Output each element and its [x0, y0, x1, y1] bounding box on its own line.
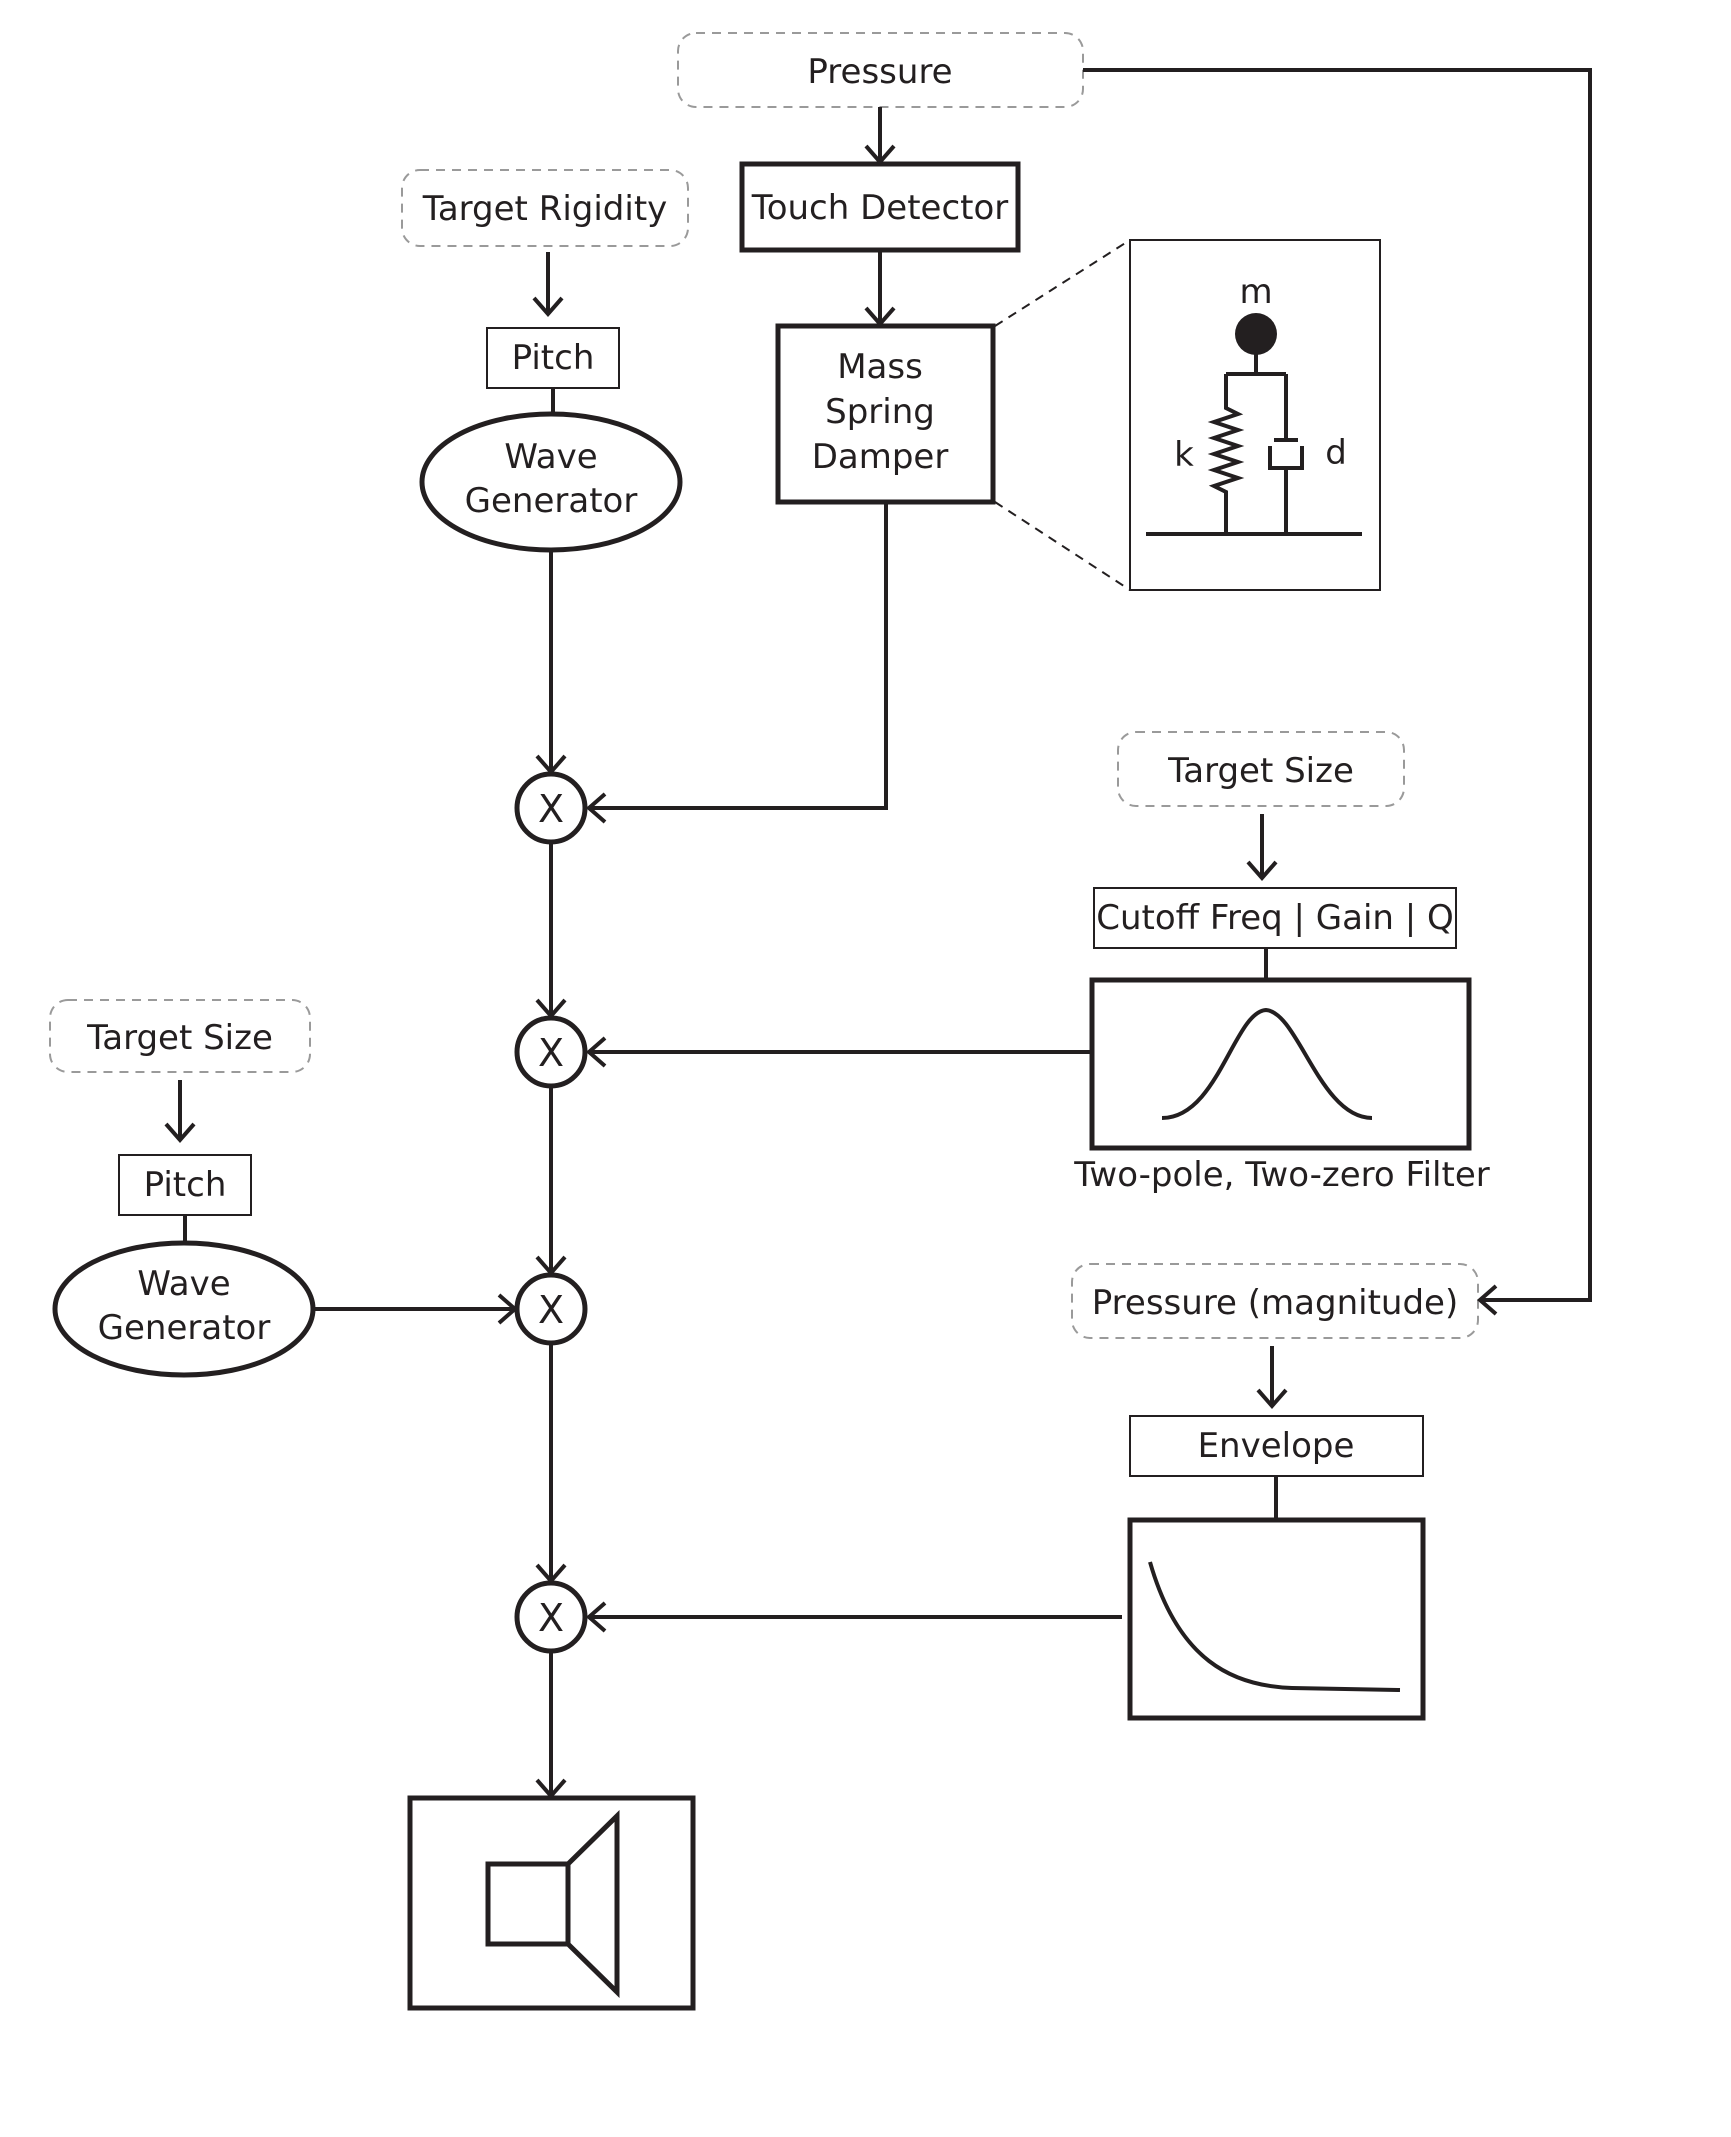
wave-gen-left-line2: Generator — [98, 1308, 271, 1348]
pressure-input-node: Pressure — [677, 32, 1084, 108]
wave-generator-left-node: Wave Generator — [52, 1240, 316, 1378]
msd-label-line3: Damper — [812, 437, 949, 477]
multiplier-node-2: X — [514, 1015, 588, 1089]
damper-d-label: d — [1325, 433, 1347, 473]
touch-detector-node: Touch Detector — [739, 161, 1021, 253]
spring-k-label: k — [1174, 435, 1194, 475]
envelope-shape-node — [1127, 1517, 1426, 1721]
bell-curve-icon — [1161, 1007, 1373, 1120]
pitch-node-top: Pitch — [486, 327, 620, 389]
target-rigidity-label: Target Rigidity — [422, 189, 668, 229]
pitch-top-label: Pitch — [512, 338, 595, 378]
decay-curve-icon — [1148, 1561, 1401, 1692]
wave-gen-top-line1: Wave — [504, 437, 597, 477]
multiplier-2-symbol: X — [538, 1031, 564, 1075]
multiplier-node-1: X — [514, 771, 588, 845]
multiplier-3-symbol: X — [538, 1288, 564, 1332]
mass-spring-damper-icon: m k d — [994, 239, 1381, 591]
multiplier-node-4: X — [514, 1580, 588, 1654]
target-rigidity-node: Target Rigidity — [401, 169, 689, 247]
mass-m-label: m — [1239, 272, 1272, 312]
wave-gen-top-line2: Generator — [465, 481, 638, 521]
pressure-magnitude-label: Pressure (magnitude) — [1092, 1283, 1458, 1323]
msd-label-line1: Mass — [837, 347, 923, 387]
filter-params-node: Cutoff Freq | Gain | Q — [1093, 887, 1457, 949]
target-size-right-label: Target Size — [1167, 751, 1354, 791]
multiplier-1-symbol: X — [538, 787, 564, 831]
multiplier-4-symbol: X — [538, 1596, 564, 1640]
msd-label-line2: Spring — [825, 392, 935, 432]
speaker-icon — [485, 1810, 620, 1998]
multiplier-node-3: X — [514, 1272, 588, 1346]
target-size-left-label: Target Size — [86, 1018, 273, 1058]
target-size-right-node: Target Size — [1117, 731, 1405, 807]
wave-gen-left-line1: Wave — [137, 1264, 230, 1304]
wave-generator-top-node: Wave Generator — [419, 411, 683, 553]
envelope-node: Envelope — [1129, 1415, 1424, 1477]
filter-caption: Two-pole, Two-zero Filter — [1073, 1155, 1489, 1195]
pitch-node-left: Pitch — [118, 1154, 252, 1216]
envelope-label: Envelope — [1198, 1426, 1355, 1466]
pressure-magnitude-node: Pressure (magnitude) — [1071, 1263, 1479, 1339]
pitch-left-label: Pitch — [144, 1165, 227, 1205]
connectors — [164, 68, 1592, 1800]
speaker-output-node — [407, 1795, 696, 2011]
mass-spring-damper-node: Mass Spring Damper — [775, 323, 996, 505]
pressure-label: Pressure — [807, 52, 952, 92]
filter-params-label: Cutoff Freq | Gain | Q — [1096, 898, 1454, 938]
filter-node: Two-pole, Two-zero Filter — [1073, 977, 1490, 1195]
touch-detector-label: Touch Detector — [751, 188, 1009, 228]
target-size-left-node: Target Size — [49, 999, 311, 1073]
